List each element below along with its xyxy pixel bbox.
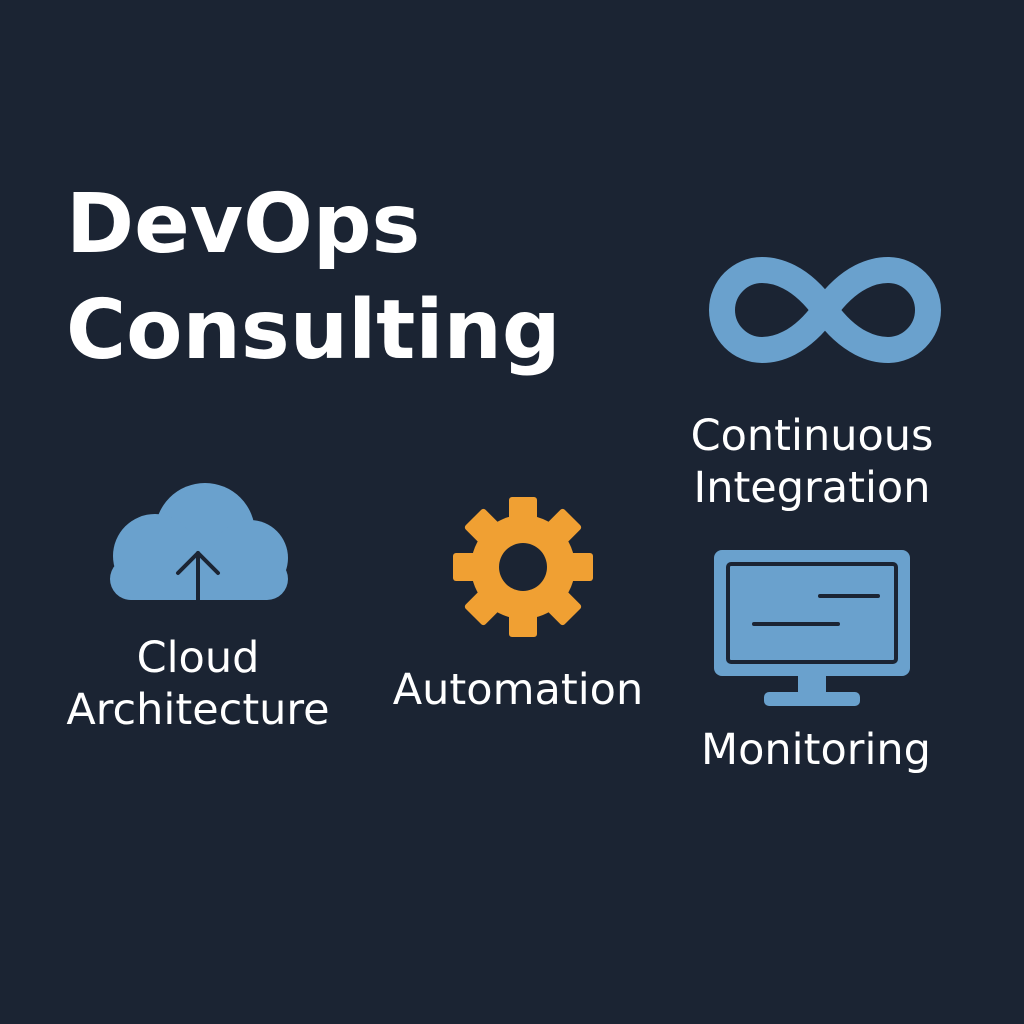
cloud-upload-icon <box>110 483 288 605</box>
label-line: Cloud <box>136 633 260 683</box>
gear-icon <box>453 497 593 637</box>
service-label-monitoring: Monitoring <box>666 724 966 776</box>
service-label-cloud-architecture: Cloud Architecture <box>48 632 348 736</box>
title-line-2: Consulting <box>66 283 561 378</box>
label-line: Integration <box>693 463 931 513</box>
service-label-continuous-integration: Continuous Integration <box>662 410 962 514</box>
title-line-1: DevOps <box>66 177 421 272</box>
label-line: Architecture <box>66 685 330 735</box>
infinity-icon <box>709 257 941 363</box>
service-label-automation: Automation <box>368 664 668 716</box>
label-line: Continuous <box>690 411 934 461</box>
label-line: Monitoring <box>701 725 931 775</box>
page-title: DevOps Consulting <box>66 172 561 384</box>
monitor-icon <box>714 550 910 706</box>
label-line: Automation <box>392 665 644 715</box>
